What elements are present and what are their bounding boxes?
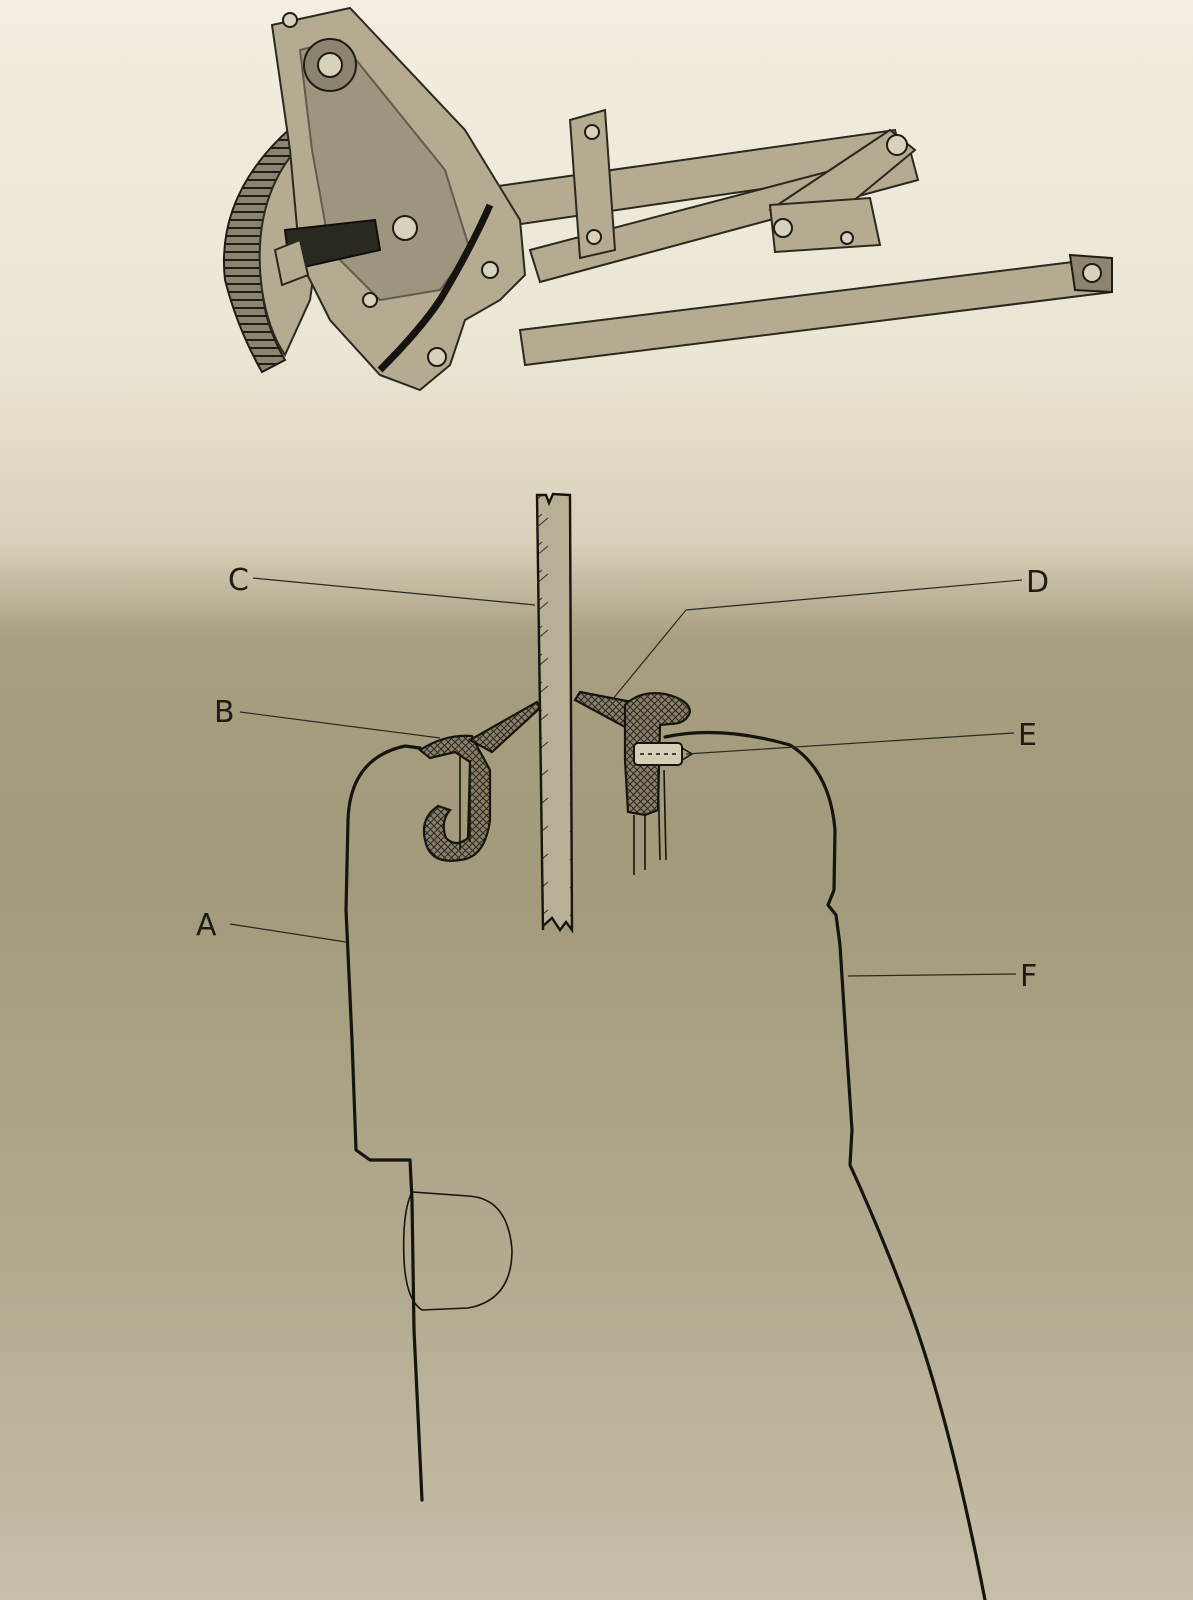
label-b: B bbox=[214, 695, 235, 730]
leader-d-angle bbox=[611, 609, 687, 701]
leader-d bbox=[685, 579, 1023, 611]
label-a: A bbox=[196, 908, 217, 943]
window-glass bbox=[535, 492, 574, 934]
leader-c bbox=[252, 577, 536, 606]
leader-f bbox=[847, 973, 1017, 977]
leader-a bbox=[229, 923, 347, 943]
label-e: E bbox=[1018, 718, 1037, 753]
label-c: C bbox=[228, 563, 249, 598]
inner-wiper-lip bbox=[467, 700, 542, 754]
label-d: D bbox=[1026, 565, 1049, 600]
callouts: C D B E A F bbox=[196, 563, 1049, 994]
leader-b bbox=[239, 711, 441, 739]
door-handle bbox=[402, 1191, 513, 1311]
outer-panel-outline bbox=[663, 730, 987, 1600]
window-regulator-mechanism bbox=[223, 6, 1114, 392]
inner-weatherstrip bbox=[418, 734, 492, 862]
leader-e bbox=[685, 732, 1015, 755]
door-cross-section-diagram bbox=[344, 492, 987, 1600]
label-f: F bbox=[1020, 959, 1037, 994]
inner-panel-outline bbox=[344, 744, 424, 1502]
